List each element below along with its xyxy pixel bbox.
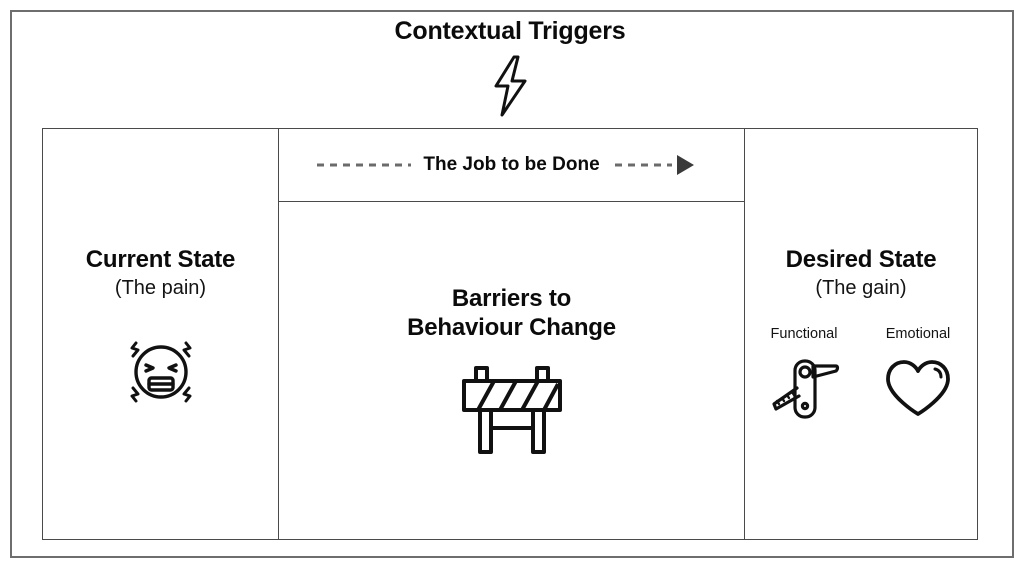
barriers-heading: Barriers to Behaviour Change bbox=[407, 285, 616, 342]
gain-emotional-label: Emotional bbox=[885, 325, 951, 342]
desired-state-heading: Desired State bbox=[785, 246, 937, 274]
contextual-triggers-title: Contextual Triggers bbox=[394, 17, 626, 45]
jtbd-arrowhead-icon bbox=[677, 155, 694, 175]
road-barrier-icon bbox=[456, 364, 568, 456]
job-to-be-done-label: The Job to be Done bbox=[411, 152, 612, 178]
jtbd-dashed-line-left bbox=[317, 163, 413, 167]
lightning-bolt-icon bbox=[483, 55, 537, 117]
barriers-heading-line-2: Behaviour Change bbox=[407, 313, 616, 341]
gain-functional: Functional bbox=[758, 326, 850, 422]
panel-desired-state: Desired State (The gain) Functional bbox=[745, 129, 977, 539]
job-to-be-done-band: The Job to be Done bbox=[279, 129, 744, 202]
current-state-heading: Current State bbox=[85, 246, 236, 274]
current-state-subtitle: (The pain) bbox=[114, 276, 207, 299]
panel-barriers: Barriers to Behaviour Change bbox=[279, 202, 744, 539]
panel-current-state: Current State (The pain) bbox=[43, 129, 279, 539]
desired-state-gains: Functional bbox=[758, 326, 964, 422]
contextual-triggers-header: Contextual Triggers bbox=[42, 17, 978, 124]
jtbd-dashed-line-right bbox=[602, 163, 672, 167]
gain-functional-label: Functional bbox=[770, 325, 838, 342]
heart-icon bbox=[882, 356, 954, 422]
framework-panel-grid: Current State (The pain) bbox=[42, 128, 978, 540]
stressed-face-icon bbox=[111, 322, 211, 422]
barriers-heading-line-1: Barriers to bbox=[451, 285, 572, 313]
gain-emotional: Emotional bbox=[872, 326, 964, 422]
swiss-army-knife-icon bbox=[764, 356, 844, 422]
panel-middle-column: The Job to be Done Barriers to Behaviour… bbox=[279, 129, 745, 539]
desired-state-subtitle: (The gain) bbox=[815, 276, 907, 299]
